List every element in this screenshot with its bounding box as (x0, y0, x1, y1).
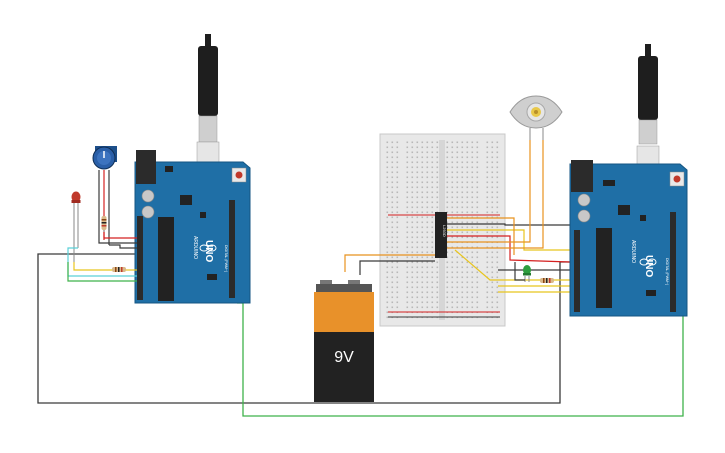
arduino-brand-label: ARDUINO (192, 236, 198, 259)
dc-motor[interactable] (509, 95, 563, 140)
terminal-strip-left (405, 140, 439, 320)
motor-driver-chip[interactable]: L293D (435, 212, 447, 258)
digital-header (229, 200, 235, 298)
wire-led-black (514, 262, 525, 281)
digital-header (670, 212, 676, 312)
arduino-model-label: UNO (203, 240, 214, 262)
arduino-logo (639, 258, 657, 266)
power-analog-header (574, 230, 580, 312)
potentiometer[interactable] (92, 146, 117, 245)
capacitor (577, 193, 591, 207)
arduino-brand-label: ARDUINO (630, 240, 636, 263)
arduino-uno-left[interactable]: ARDUINO UNO DIGITAL (PWM~) (134, 150, 251, 304)
usb-cable-right (636, 44, 660, 177)
resistor[interactable] (112, 267, 126, 272)
green-led[interactable] (523, 265, 531, 282)
wires-left-arduino (67, 232, 137, 282)
power-jack (136, 150, 156, 184)
arduino-uno-right[interactable]: ARDUINO UNO DIGITAL (PWM~) (569, 160, 688, 317)
resistor[interactable] (540, 278, 554, 283)
arduino-model-label: UNO (643, 255, 654, 277)
atmega-chip (596, 228, 612, 308)
arduino-logo (199, 244, 217, 252)
power-analog-header (137, 216, 143, 300)
red-led[interactable] (71, 191, 81, 263)
power-jack (571, 160, 593, 192)
arduino-digital-label: DIGITAL (PWM~) (665, 258, 669, 285)
capacitor (141, 189, 155, 203)
battery-label: 9V (334, 349, 354, 366)
atmega-chip (158, 217, 174, 301)
resistor[interactable] (101, 216, 107, 232)
power-rail-left (386, 140, 400, 320)
capacitor (577, 209, 591, 223)
9v-battery[interactable]: 9V (314, 280, 374, 402)
capacitor (141, 205, 155, 219)
arduino-digital-label: DIGITAL (PWM~) (224, 245, 228, 272)
chip-label: L293D (442, 225, 447, 237)
usb-cable-left (196, 34, 220, 173)
